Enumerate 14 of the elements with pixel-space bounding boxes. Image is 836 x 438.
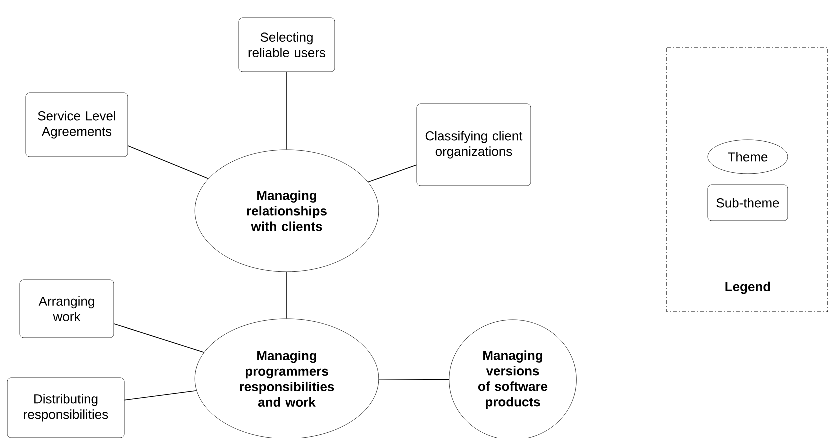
- sub-theme-box: Classifying client organizations: [416, 104, 532, 186]
- connector-line: [286, 72, 288, 150]
- connector-line: [378, 379, 450, 380]
- sub-theme-box: Selecting reliable users: [238, 18, 336, 72]
- connector-line: [114, 324, 205, 354]
- sub-theme-box: Service Level Agreements: [26, 92, 128, 158]
- legend-title: Legend: [726, 282, 770, 294]
- connector-line: [124, 390, 198, 401]
- sub-theme-box: Distributing responsibilities: [7, 378, 125, 438]
- legend-sub-theme-box: Sub-theme: [708, 184, 788, 222]
- connector-line: [368, 164, 418, 183]
- connector-line: [128, 146, 209, 180]
- sub-theme-box: Arranging work: [20, 280, 114, 338]
- connector-line: [286, 272, 288, 320]
